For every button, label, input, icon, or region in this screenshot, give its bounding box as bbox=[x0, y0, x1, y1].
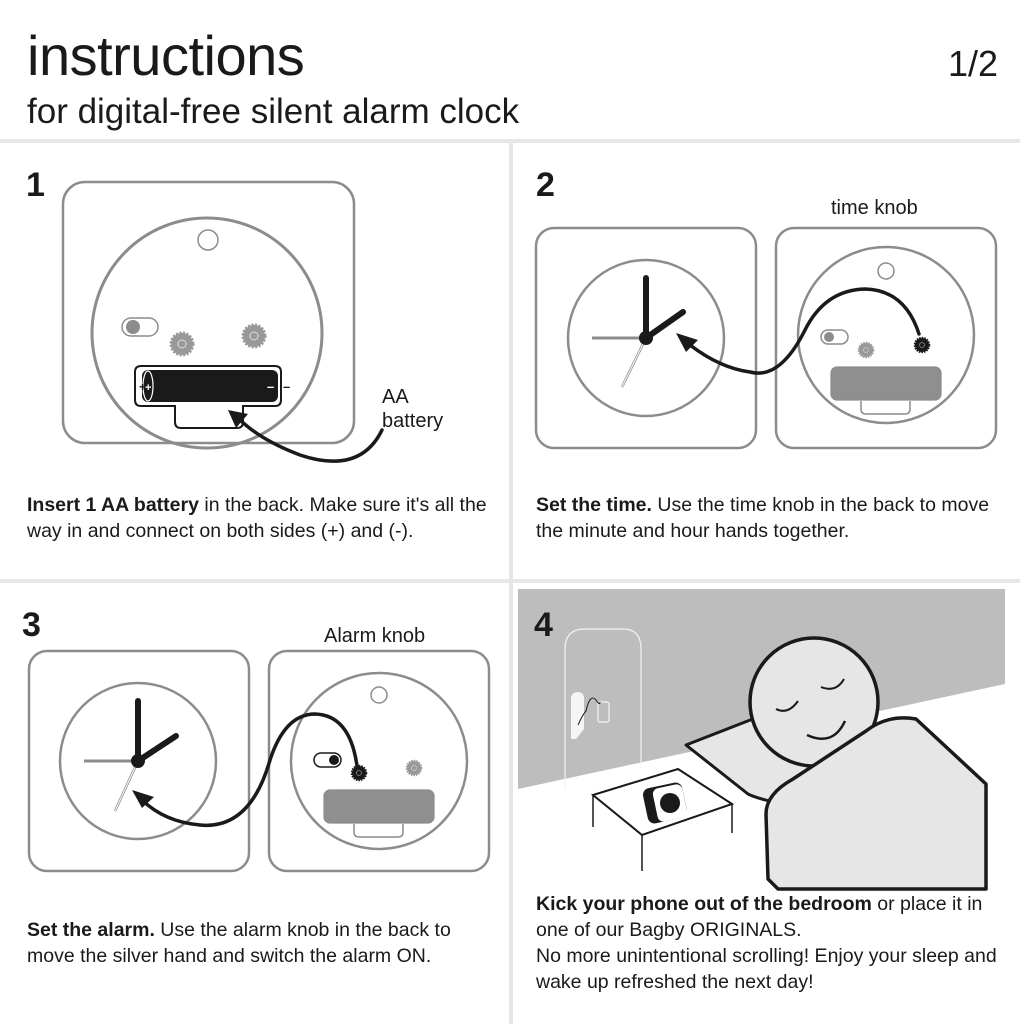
time-knob-label: time knob bbox=[831, 197, 918, 219]
page-number: 1/2 bbox=[947, 43, 998, 84]
step-4-description-bold: Kick your phone out of the bedroom bbox=[536, 893, 872, 915]
gear-icon bbox=[405, 759, 423, 777]
sleeping-person-illustration bbox=[518, 589, 1005, 891]
phone-pouch-icon bbox=[571, 692, 610, 739]
svg-text:–: – bbox=[267, 379, 274, 394]
step-2-description-rest: Use the time knob in the back to move th… bbox=[536, 494, 990, 542]
step-4-description-rest: or place it in one of our Bagby ORIGINAL… bbox=[536, 893, 983, 941]
page-subtitle: for digital-free silent alarm clock bbox=[27, 92, 520, 131]
aa-battery-label: AA battery bbox=[382, 385, 443, 433]
step-1-number: 1 bbox=[26, 166, 45, 204]
time-knob-icon bbox=[913, 336, 931, 354]
gear-icon bbox=[169, 331, 195, 357]
gear-icon bbox=[241, 323, 267, 349]
svg-text:+: + bbox=[145, 382, 151, 394]
blanket bbox=[764, 716, 988, 891]
battery-back-illustration: + + – – bbox=[61, 180, 384, 463]
row-divider bbox=[0, 579, 1020, 583]
set-time-illustration bbox=[534, 226, 998, 450]
step-3-description-bold: Set the alarm. bbox=[27, 919, 155, 941]
door bbox=[564, 628, 642, 789]
page-title: instructions bbox=[27, 24, 305, 87]
step-1-description: Insert 1 AA battery in the back. Make su… bbox=[27, 492, 502, 544]
column-divider-top bbox=[509, 143, 513, 579]
aa-battery-label-line1: AA bbox=[382, 386, 409, 408]
step-1-description-rest: in the back. Make sure it's all the way … bbox=[27, 494, 487, 542]
svg-text:+: + bbox=[139, 380, 146, 394]
step-4-number: 4 bbox=[534, 606, 553, 644]
step-1-description-bold: Insert 1 AA battery bbox=[27, 494, 199, 516]
gear-icon bbox=[857, 341, 875, 359]
step-2-description-bold: Set the time. bbox=[536, 494, 652, 516]
step-3-description: Set the alarm. Use the alarm knob in the… bbox=[27, 917, 497, 969]
alarm-knob-label: Alarm knob bbox=[324, 625, 426, 647]
svg-text:–: – bbox=[283, 379, 290, 394]
alarm-knob-icon bbox=[350, 764, 368, 782]
alarm-clock-icon bbox=[642, 782, 688, 824]
step-4-description-line1: Kick your phone out of the bedroom or pl… bbox=[536, 891, 1011, 943]
step-4-description-line2: No more unintentional scrolling! Enjoy y… bbox=[536, 945, 997, 993]
step-2-description: Set the time. Use the time knob in the b… bbox=[536, 492, 1011, 544]
set-alarm-illustration bbox=[27, 649, 491, 873]
step-4-description: Kick your phone out of the bedroom or pl… bbox=[536, 891, 1011, 995]
header-divider bbox=[0, 139, 1020, 143]
aa-battery-label-line2: battery bbox=[382, 410, 444, 432]
step-2-number: 2 bbox=[536, 166, 555, 204]
column-divider-bottom bbox=[509, 583, 513, 1024]
step-3-number: 3 bbox=[22, 606, 41, 644]
step-3-description-rest: Use the alarm knob in the back to move t… bbox=[27, 919, 451, 967]
